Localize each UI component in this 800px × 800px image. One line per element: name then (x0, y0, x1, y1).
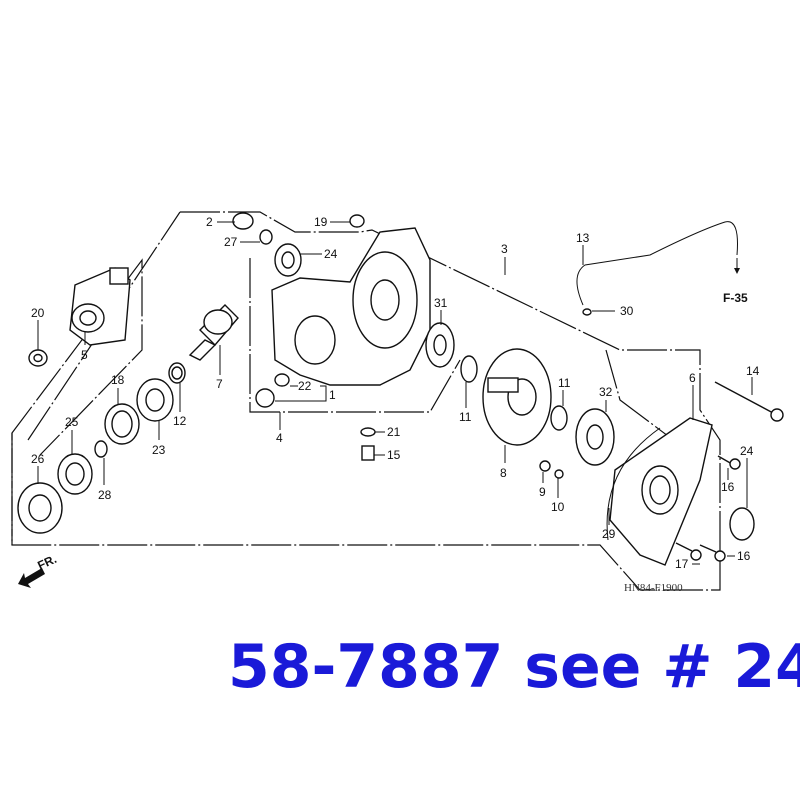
label-1: 1 (329, 388, 336, 402)
bearing-32 (575, 408, 615, 466)
label-23: 23 (152, 443, 166, 457)
part-number-caption: 58-7887 see # 24 (228, 632, 800, 702)
bolt-16b (699, 544, 726, 562)
assembly-outline-main (11, 211, 721, 591)
label-9: 9 (539, 485, 546, 499)
bolt-14 (714, 381, 784, 422)
label-7: 7 (216, 377, 223, 391)
cap-26 (17, 482, 63, 534)
nut-20 (28, 349, 48, 367)
label-17: 17 (675, 557, 689, 571)
cover-6 (606, 417, 713, 566)
ring-28 (94, 440, 108, 458)
assembly-outline-3 (27, 211, 181, 441)
label-32: 32 (599, 385, 613, 399)
label-24: 24 (324, 247, 338, 261)
label-21: 21 (387, 425, 401, 439)
bearing-22-clip (255, 373, 290, 408)
breather-hose-13 (576, 221, 740, 306)
label-30: 30 (620, 304, 634, 318)
label-14: 14 (746, 364, 760, 378)
label-22: 22 (298, 379, 312, 393)
label-11a: 11 (459, 410, 472, 424)
label-13: 13 (576, 231, 590, 245)
label-4: 4 (276, 431, 283, 445)
label-15: 15 (387, 448, 401, 462)
label-5: 5 (81, 348, 88, 362)
label-16b: 16 (737, 549, 751, 563)
clip-30 (582, 308, 592, 316)
bearing-23 (136, 378, 174, 422)
label-11b: 11 (558, 376, 571, 390)
label-25: 25 (65, 415, 79, 429)
nut-2 (232, 212, 254, 230)
bolt-17 (675, 542, 702, 561)
label-12: 12 (173, 414, 187, 428)
nut-9 (539, 460, 551, 472)
bearing-18 (104, 403, 140, 445)
label-29: 29 (602, 527, 616, 541)
washer-21 (360, 427, 376, 437)
label-2: 2 (206, 215, 213, 229)
ring-gear-8 (482, 348, 552, 446)
nut-19 (349, 214, 365, 228)
reference-f35: F-35 (723, 291, 748, 305)
label-28: 28 (98, 488, 112, 502)
label-24-right: 24 (740, 444, 754, 458)
seal-11a (460, 355, 478, 383)
label-26: 26 (31, 452, 45, 466)
ring-27 (259, 229, 273, 245)
front-label: FR. (35, 552, 58, 573)
diagram-code: HN84-F1900 (624, 582, 683, 594)
gear-case-4 (271, 227, 431, 386)
seal-11b (550, 405, 568, 431)
label-16a: 16 (721, 480, 735, 494)
seal-24-top (274, 243, 302, 277)
ring-12 (168, 362, 186, 384)
label-27: 27 (224, 235, 238, 249)
washer-10 (554, 469, 564, 479)
seal-25 (57, 453, 93, 495)
label-18: 18 (111, 373, 125, 387)
callout-labels: 2 27 19 24 20 5 7 18 12 23 22 1 4 25 26 … (31, 215, 760, 594)
label-31: 31 (434, 296, 448, 310)
leader-lines (37, 221, 753, 565)
label-3: 3 (501, 242, 508, 256)
flange-5 (69, 267, 131, 346)
bolt-16a (717, 455, 741, 470)
label-19: 19 (314, 215, 328, 229)
label-8: 8 (500, 466, 507, 480)
pinion-shaft-7 (188, 304, 239, 361)
assembly-outline-gearcase (249, 258, 461, 413)
bearing-31 (425, 322, 455, 368)
front-arrow-icon: FR. (18, 552, 59, 588)
seal-24-right (729, 507, 755, 541)
bolt-15 (361, 445, 375, 461)
label-6: 6 (689, 371, 696, 385)
label-10: 10 (551, 500, 565, 514)
label-20: 20 (31, 306, 45, 320)
